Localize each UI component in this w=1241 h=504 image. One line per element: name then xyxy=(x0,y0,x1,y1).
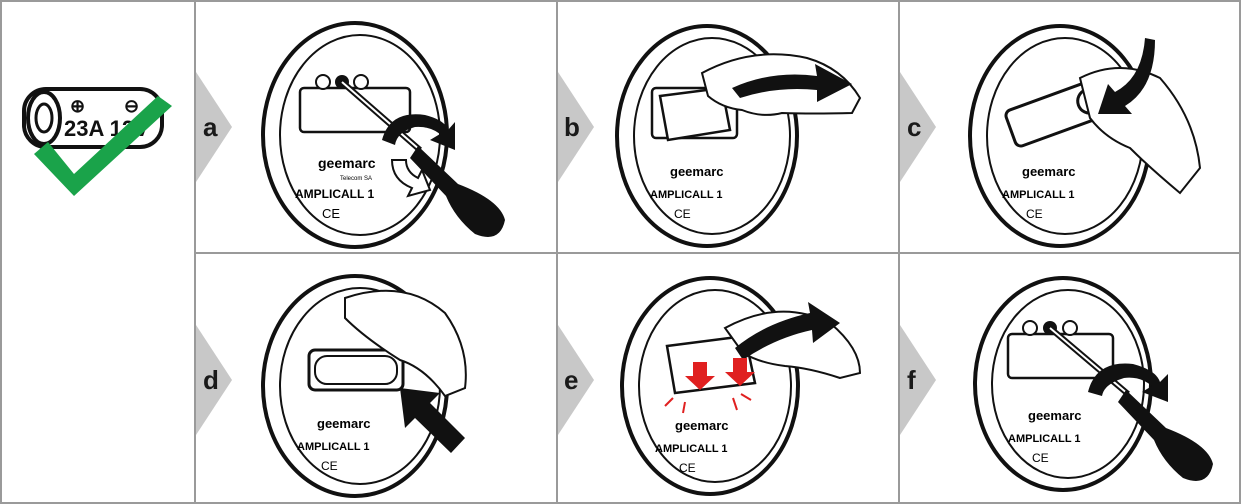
device-model: AMPLICALL 1 xyxy=(295,187,374,201)
illustration-replace-cover: geemarc AMPLICALL 1 CE xyxy=(615,268,875,498)
illustration-remove-cover: geemarc AMPLICALL 1 CE xyxy=(612,18,872,250)
battery-plus-symbol: ⊕ xyxy=(70,96,85,116)
device-ce-mark-d: CE xyxy=(321,459,338,473)
device-ce-mark-b: CE xyxy=(674,207,691,221)
step-letter-c: c xyxy=(907,112,921,143)
device-ce-mark: CE xyxy=(322,206,340,221)
illustration-press-battery: geemarc AMPLICALL 1 CE xyxy=(255,268,485,498)
illustration-unscrew: geemarc Telecom SA AMPLICALL 1 CE xyxy=(250,20,550,250)
device-model-c: AMPLICALL 1 xyxy=(1002,189,1075,201)
device-model-b: AMPLICALL 1 xyxy=(650,189,723,201)
device-brand-c: geemarc xyxy=(1022,164,1075,179)
step-chevron-f xyxy=(900,325,936,435)
step-letter-d: d xyxy=(203,365,219,396)
step-letter-b: b xyxy=(564,112,580,143)
battery-check-illustration: ⊕ ⊖ 23A 12V xyxy=(4,4,196,254)
step-letter-f: f xyxy=(907,365,916,396)
device-brand-b: geemarc xyxy=(670,164,723,179)
device-model-f: AMPLICALL 1 xyxy=(1008,433,1081,445)
device-brand-d: geemarc xyxy=(317,416,370,431)
device-brand-e: geemarc xyxy=(675,418,728,433)
device-model-e: AMPLICALL 1 xyxy=(655,443,728,455)
device-model-d: AMPLICALL 1 xyxy=(297,441,370,453)
illustration-insert-battery: geemarc AMPLICALL 1 CE xyxy=(960,18,1230,250)
battery-panel: ⊕ ⊖ 23A 12V xyxy=(0,0,196,504)
device-body: geemarc Telecom SA AMPLICALL 1 CE xyxy=(263,23,447,247)
device-brand-f: geemarc xyxy=(1028,408,1081,423)
step-letter-a: a xyxy=(203,112,217,143)
device-brand: geemarc xyxy=(318,155,376,171)
device-ce-mark-c: CE xyxy=(1026,207,1043,221)
device-ce-mark-e: CE xyxy=(679,461,696,475)
battery-minus-symbol: ⊖ xyxy=(124,96,139,116)
step-letter-e: e xyxy=(564,365,578,396)
device-ce-mark-f: CE xyxy=(1032,451,1049,465)
device-subbrand: Telecom SA xyxy=(340,176,372,182)
illustration-screw: geemarc AMPLICALL 1 CE xyxy=(968,272,1236,498)
